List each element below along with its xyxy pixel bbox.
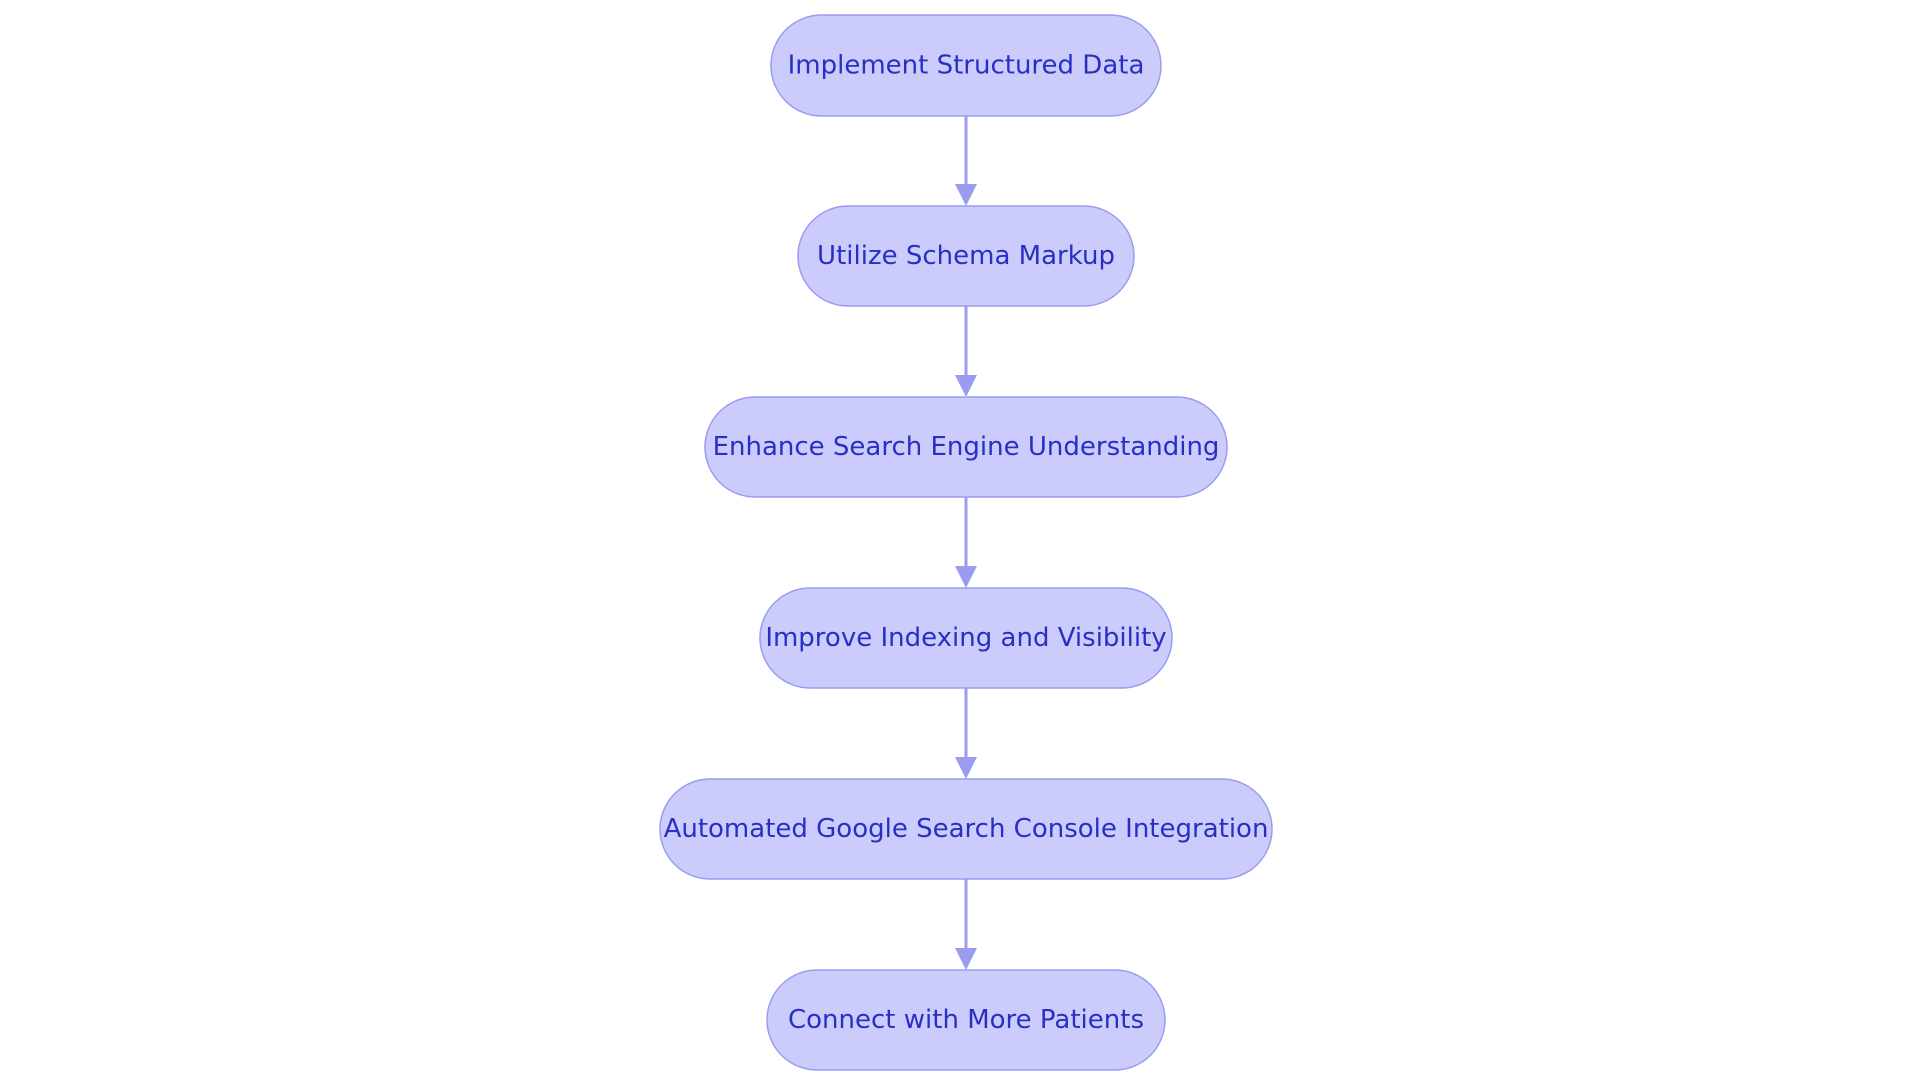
flow-node-improve-indexing-and-visibility: Improve Indexing and Visibility [759, 587, 1173, 689]
flow-node-automated-google-search-console-integration: Automated Google Search Console Integrat… [659, 778, 1273, 880]
node-label: Utilize Schema Markup [817, 241, 1115, 271]
flow-node-utilize-schema-markup: Utilize Schema Markup [797, 205, 1135, 307]
edge-n5-n6 [955, 879, 977, 970]
edge-n1-n2 [955, 116, 977, 206]
node-label: Enhance Search Engine Understanding [713, 432, 1220, 462]
node-label: Connect with More Patients [788, 1005, 1144, 1035]
flow-node-implement-structured-data: Implement Structured Data [770, 14, 1162, 117]
edge-n2-n3 [955, 306, 977, 397]
node-label: Improve Indexing and Visibility [765, 623, 1166, 653]
edge-n3-n4 [955, 497, 977, 588]
flow-node-connect-with-more-patients: Connect with More Patients [766, 969, 1166, 1071]
node-label: Automated Google Search Console Integrat… [664, 814, 1269, 844]
node-label: Implement Structured Data [788, 51, 1145, 81]
flow-node-enhance-search-engine-understanding: Enhance Search Engine Understanding [704, 396, 1228, 498]
edge-n4-n5 [955, 688, 977, 779]
